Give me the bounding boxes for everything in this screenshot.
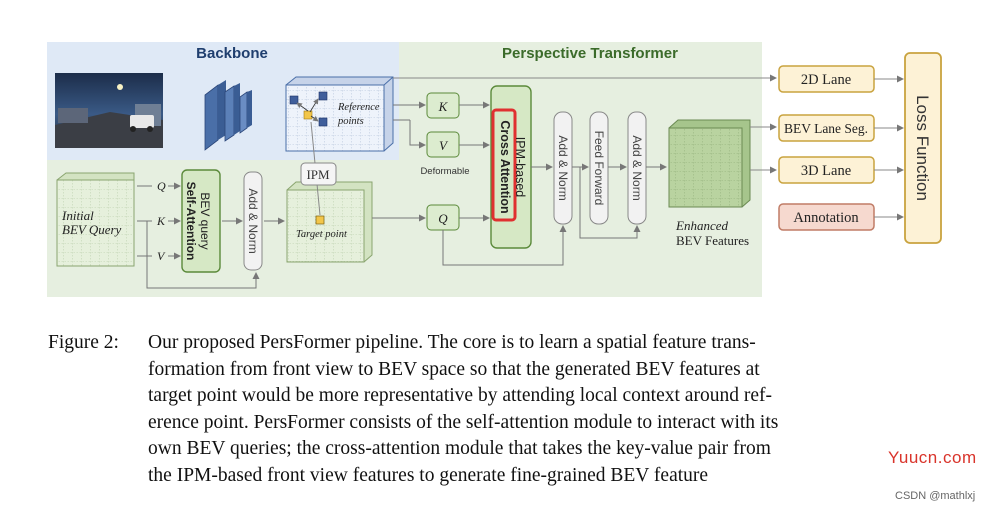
v-label: V bbox=[439, 138, 449, 153]
backbone-cnn-icon bbox=[204, 80, 252, 151]
deformable-label: Deformable bbox=[420, 166, 469, 177]
target-feature-map bbox=[286, 181, 373, 263]
watermark-yuucn: Yuucn.com bbox=[888, 448, 977, 467]
self-attention-label: BEV querySelf-Attention bbox=[184, 182, 212, 261]
annotation-label: Annotation bbox=[793, 210, 859, 226]
initial-bev-query bbox=[56, 172, 135, 267]
loss-function-label: Loss Function bbox=[913, 95, 932, 201]
k-label: K bbox=[438, 99, 449, 114]
ipm-label: IPM bbox=[306, 167, 330, 182]
add-norm-self-label: Add & Norm bbox=[246, 188, 260, 253]
q-label: Q bbox=[438, 211, 448, 226]
feed-forward-label: Feed Forward bbox=[592, 131, 606, 206]
backbone-title: Backbone bbox=[196, 45, 268, 62]
caption-line: target point would be more representativ… bbox=[148, 385, 772, 406]
self-q-label: Q bbox=[157, 179, 166, 193]
watermark-csdn: CSDN @mathlxj bbox=[895, 490, 976, 502]
target-point-label: Target point bbox=[296, 229, 348, 240]
cross-attention-label: IPM-basedCross Attention bbox=[498, 120, 527, 213]
cross-attention-highlight bbox=[491, 108, 517, 222]
caption-line: the IPM-based front view features to gen… bbox=[148, 464, 709, 486]
ipm-box bbox=[300, 162, 337, 186]
caption-line: formation from front view to BEV space s… bbox=[148, 358, 760, 380]
enhanced-bev-features bbox=[668, 119, 751, 208]
add-norm-ffn-label: Add & Norm bbox=[630, 135, 644, 200]
self-k-label: K bbox=[156, 214, 166, 228]
self-v-label: V bbox=[157, 249, 166, 263]
enhanced-bev-label: Enhanced bbox=[675, 218, 728, 233]
caption-line: own BEV queries; the cross-attention mod… bbox=[148, 438, 771, 459]
add-norm-cross-block bbox=[553, 111, 573, 225]
perspective-title: Perspective Transformer bbox=[502, 45, 678, 62]
reference-points-label: Reference points bbox=[337, 102, 382, 127]
loss-function-box bbox=[904, 52, 942, 244]
enhanced-bev-label-2: BEV Features bbox=[676, 233, 749, 248]
add-norm-cross-label: Add & Norm bbox=[556, 135, 570, 200]
add-norm-self-block bbox=[243, 171, 263, 271]
caption-line: Our proposed PersFormer pipeline. The co… bbox=[148, 332, 756, 353]
add-norm-ffn-block bbox=[627, 111, 647, 225]
output-2d-lane-label: 2D Lane bbox=[801, 72, 851, 88]
self-attention-block bbox=[181, 169, 221, 273]
output-3d-lane-label: 3D Lane bbox=[801, 163, 851, 179]
output-bev-lane-seg-label: BEV Lane Seg. bbox=[784, 121, 868, 136]
persformer-pipeline-diagram: Backbone Perspective Transformer Referen… bbox=[47, 42, 942, 297]
front-view-image bbox=[55, 73, 163, 148]
feed-forward-block bbox=[589, 111, 609, 225]
caption-label: Figure 2: bbox=[48, 332, 119, 353]
reference-feature-map bbox=[285, 76, 394, 152]
caption-line: erence point. PersFormer consists of the… bbox=[148, 411, 779, 433]
